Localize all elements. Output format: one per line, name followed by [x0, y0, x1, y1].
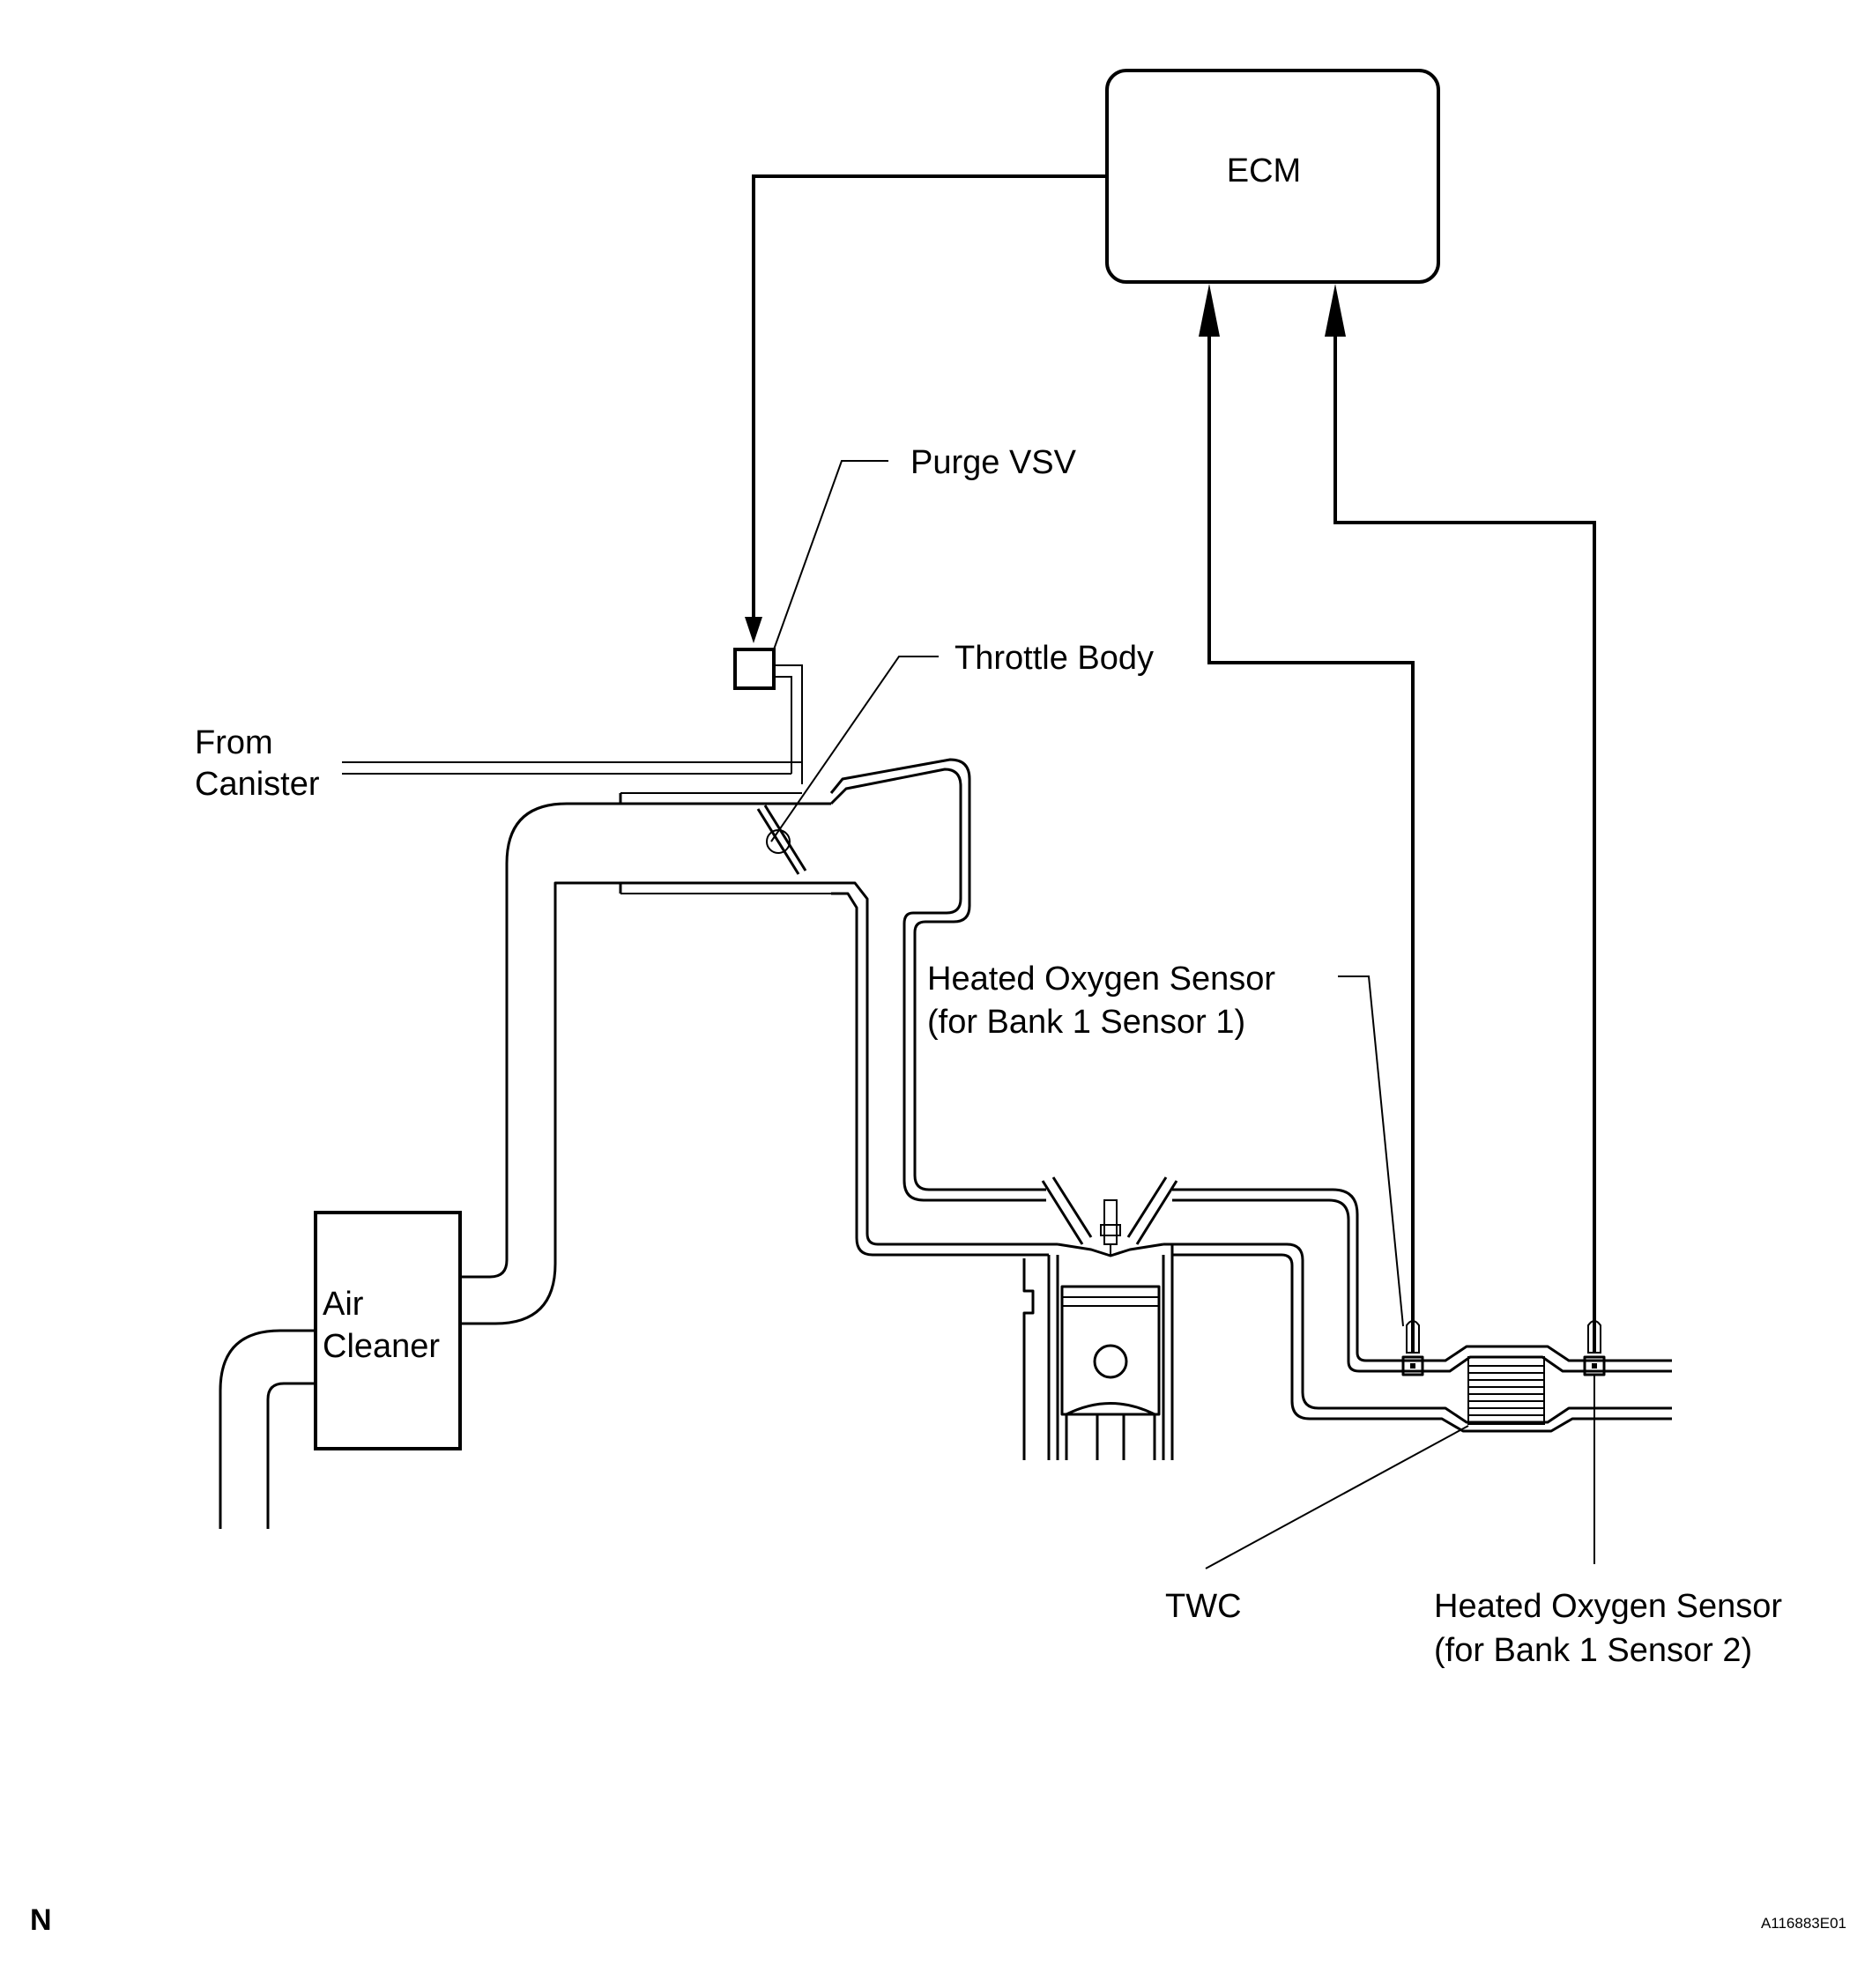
arrow-icon — [1325, 284, 1346, 337]
air-cleaner-label-1: Air — [323, 1286, 364, 1323]
ho2s-s1-label-1: Heated Oxygen Sensor — [927, 961, 1275, 998]
purge-vsv: Purge VSV — [733, 444, 1077, 784]
wire-ecm-to-purge-vsv — [745, 174, 1107, 643]
from-canister-label-1: From — [195, 724, 273, 761]
orientation-marker: N — [30, 1903, 52, 1937]
sensor-icon: Heated Oxygen Sensor (for Bank 1 Sensor … — [1434, 1320, 1782, 1669]
ecm-label: ECM — [1227, 152, 1301, 189]
figure-code: A116883E01 — [1761, 1915, 1846, 1932]
ho2s-s2-label-2: (for Bank 1 Sensor 2) — [1434, 1632, 1752, 1669]
canister-line: From Canister — [195, 724, 802, 803]
air-cleaner-label-2: Cleaner — [323, 1328, 440, 1365]
ecm-box: ECM — [1105, 69, 1440, 284]
arrow-icon — [745, 617, 762, 643]
ho2s-s2-label-1: Heated Oxygen Sensor — [1434, 1588, 1782, 1625]
air-cleaner: Air Cleaner — [219, 1211, 462, 1529]
wire-sensor2-to-ecm — [1325, 284, 1596, 1353]
intake-duct — [460, 758, 1058, 1325]
sensor-icon: Heated Oxygen Sensor (for Bank 1 Sensor … — [927, 961, 1424, 1376]
throttle-valve: Throttle Body — [756, 640, 1154, 875]
twc-label: TWC — [1165, 1588, 1242, 1625]
from-canister-label-2: Canister — [195, 766, 320, 803]
ho2s-s1-label-2: (for Bank 1 Sensor 1) — [927, 1004, 1245, 1041]
exhaust-pipe — [1172, 1188, 1672, 1433]
piston-icon — [1060, 1285, 1161, 1416]
throttle-body-label: Throttle Body — [955, 640, 1154, 677]
arrow-icon — [1199, 284, 1220, 337]
engine-cylinder — [1022, 1176, 1234, 1460]
catalyst-icon: TWC — [1165, 1356, 1545, 1625]
purge-vsv-label: Purge VSV — [910, 444, 1077, 481]
wire-sensor1-to-ecm — [1199, 284, 1415, 1353]
